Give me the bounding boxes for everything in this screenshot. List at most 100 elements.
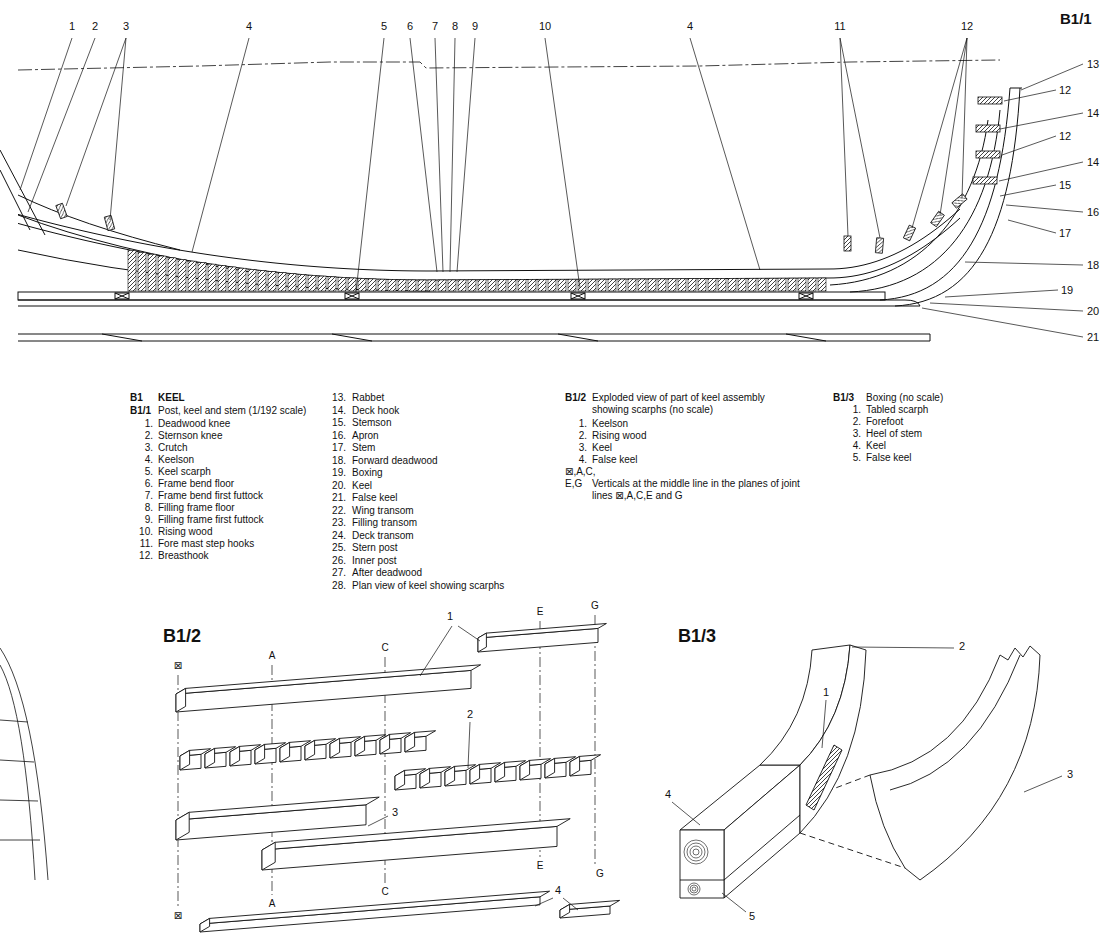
floor-timber: [588, 279, 596, 291]
rising-wood-line: [18, 250, 430, 291]
item-name: False keel: [352, 492, 398, 504]
figure-number: B1/3: [833, 392, 854, 404]
floor-timber: [328, 277, 336, 291]
end-face: [478, 633, 486, 652]
item-name: Forefoot: [866, 416, 903, 428]
leader-line: [930, 303, 1083, 311]
joint-marker: C: [380, 642, 389, 654]
item-name: Frame bend floor: [158, 478, 234, 490]
item-name: After deadwood: [352, 567, 422, 579]
item-name: False keel: [592, 454, 638, 466]
leader-line: [20, 38, 72, 190]
callout-number: 7: [432, 20, 438, 33]
callout-number: 14: [1087, 156, 1099, 169]
figure-caption: Boxing (no scale): [866, 392, 943, 404]
item-name: Stern post: [352, 542, 398, 554]
item-number: 3.: [579, 442, 587, 454]
section-number: B1: [130, 392, 143, 404]
growth-ring: [693, 849, 699, 855]
floor-timber: [308, 275, 316, 291]
floor-timber: [208, 264, 216, 291]
leader-line: [563, 898, 578, 910]
item-number: 24.: [332, 530, 346, 542]
breasthook: [931, 211, 945, 226]
growth-ring: [688, 883, 700, 895]
leader-line: [192, 38, 249, 252]
item-name: Stem: [352, 442, 375, 454]
side-face: [176, 670, 471, 712]
floor-timber: [158, 256, 166, 291]
callout-number: 3: [391, 806, 399, 819]
top-face: [200, 891, 550, 924]
item-name: Crutch: [158, 442, 187, 454]
joint-verticals: [178, 615, 595, 907]
item-name: Deck transom: [352, 530, 414, 542]
floor-timber: [258, 271, 266, 291]
end-face: [355, 736, 365, 756]
floor-timber: [288, 274, 296, 291]
leader-line: [912, 38, 967, 228]
floor-timber: [538, 279, 546, 291]
callout-number: 12: [1059, 130, 1071, 143]
item-number: 4.: [579, 454, 587, 466]
leader-line: [1021, 64, 1083, 90]
item-name: Sternson knee: [158, 430, 223, 442]
item-name: Stemson: [352, 417, 391, 429]
floor-timber: [788, 278, 796, 291]
floor-timber: [478, 280, 486, 291]
floor-timber: [518, 280, 526, 291]
floor-timber: [668, 279, 676, 291]
item-name: Deadwood knee: [158, 418, 230, 430]
floor-timber: [438, 280, 446, 291]
floor-timber: [468, 280, 476, 291]
callout-number: 10: [539, 20, 551, 33]
end-face: [395, 770, 405, 790]
callout-number: 12: [1059, 84, 1071, 97]
floor-timber: [388, 280, 396, 291]
section-title: KEEL: [158, 392, 185, 404]
keel: [18, 292, 885, 300]
item-name: Filling transom: [352, 517, 417, 529]
growth-ring: [692, 887, 696, 891]
floor-timber: [548, 279, 556, 291]
floor-timber: [398, 280, 406, 291]
floor-timber: [348, 278, 356, 291]
false-keel-joint: [680, 815, 800, 880]
floor-timber: [268, 272, 276, 291]
floor-timber: [738, 278, 746, 291]
item-number: 15.: [332, 417, 346, 429]
false-keel: [200, 891, 550, 932]
floor-timber: [698, 279, 706, 291]
leader-line: [28, 38, 95, 212]
floor-timber: [338, 277, 346, 291]
item-number: 8.: [145, 502, 153, 514]
callout-number: 4: [554, 884, 562, 897]
leader-line: [66, 38, 126, 206]
joint-marker: G: [595, 868, 605, 880]
joint-marker: ⊠: [173, 910, 183, 922]
leader-line: [1024, 776, 1062, 792]
false-keel: [18, 300, 920, 306]
deadwood-line: [18, 195, 180, 250]
leader-line: [458, 626, 480, 641]
item-name: Keel: [592, 442, 612, 454]
growth-ring: [690, 885, 698, 893]
floor-timber: [718, 279, 726, 291]
leader-lines: [20, 38, 1083, 912]
item-number: 23.: [332, 517, 346, 529]
stern-fragment: [0, 648, 48, 880]
leader-line: [1000, 185, 1056, 196]
item-name: Keel: [352, 480, 372, 492]
item-number: 25.: [332, 542, 346, 554]
growth-ring: [687, 843, 705, 861]
callout-number: 21: [1087, 331, 1099, 344]
item-name: Heel of stem: [866, 428, 922, 440]
figure-number: B1/2: [565, 392, 586, 404]
end-face: [545, 758, 555, 778]
keel-side: [724, 765, 800, 898]
callout-number: 12: [961, 20, 973, 33]
floor-timber: [408, 280, 416, 291]
item-number: 22.: [332, 505, 346, 517]
figure-title: B1/2: [163, 626, 201, 647]
leader-line: [1004, 90, 1056, 101]
